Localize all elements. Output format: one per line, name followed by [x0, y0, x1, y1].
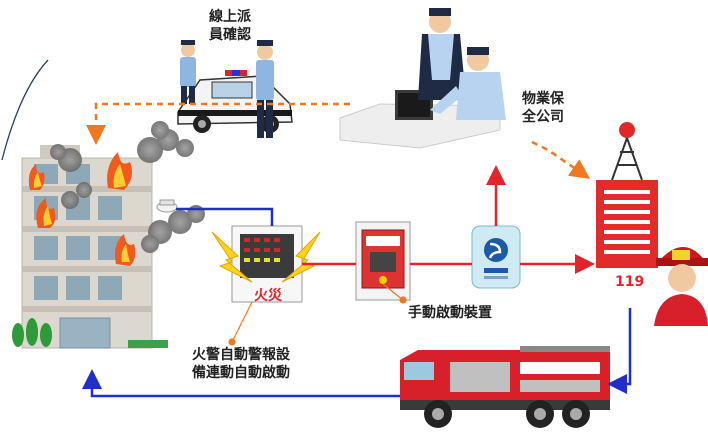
security-company-label: 物業保 全公司	[522, 91, 564, 125]
callout-leaders	[228, 283, 407, 346]
burning-building-icon	[12, 121, 205, 349]
fire-truck-icon	[400, 346, 610, 428]
police-officer-icon	[180, 40, 196, 104]
red-flow	[302, 165, 595, 274]
police-confirm-label: 線上派 員確認	[209, 9, 251, 43]
alarm-panel-icon	[211, 225, 321, 303]
manual-device-label: 手動啟動裝置	[408, 305, 492, 321]
emergency-number-text: 119	[615, 274, 644, 290]
firefighter-icon	[654, 247, 708, 326]
communicator-icon	[471, 225, 521, 289]
police-officer-icon	[256, 40, 274, 138]
fire-sign-text: 火災	[254, 288, 283, 304]
smoke-detector-icon	[156, 199, 178, 213]
manual-switch-icon	[355, 221, 411, 301]
fire-station-icon	[596, 122, 658, 268]
dispatcher-icon	[339, 8, 506, 149]
fire-alarm-label: 火警自動警報設 備連動自動啟動	[192, 347, 290, 381]
blue-flow	[82, 207, 632, 398]
decorative-curve	[1, 59, 49, 161]
orange-dashed-flow	[86, 102, 591, 179]
